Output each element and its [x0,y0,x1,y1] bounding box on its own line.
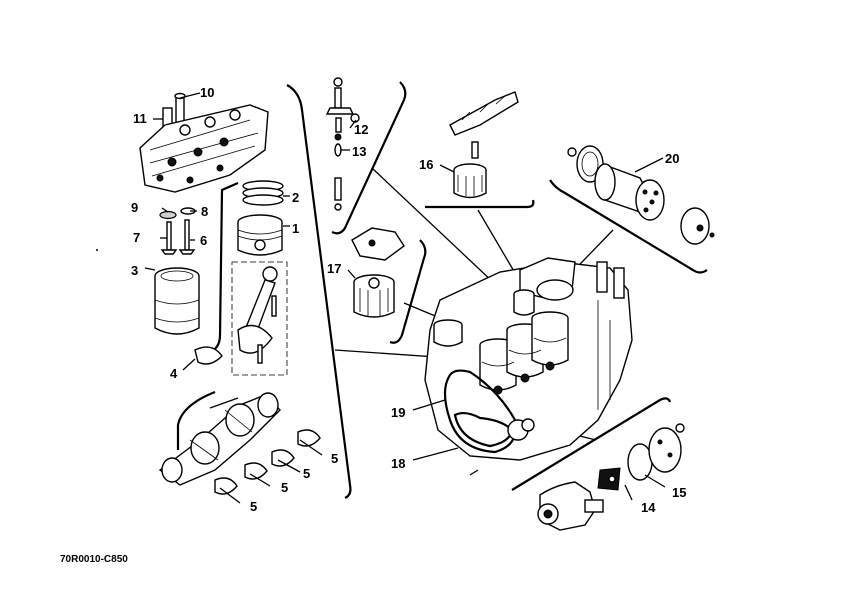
callout-20: 20 [665,151,679,166]
engine-block [424,257,633,461]
callout-16: 16 [419,157,433,172]
part-12-injector [334,87,342,109]
water-pump-cover [648,427,682,473]
fuel-filter-group [449,91,519,199]
callout-1: 1 [292,221,299,236]
group-dividers [176,81,708,500]
callout-15: 15 [672,485,686,500]
callout-19: 19 [391,405,405,420]
crankshaft-group [158,392,321,495]
callout-5-b: 5 [303,466,310,481]
callout-labels: 1 2 3 4 5 5 5 5 6 7 8 9 10 11 12 13 14 1… [131,85,686,515]
part-5-bearing-b [271,449,295,467]
callout-7: 7 [133,230,140,245]
callout-11: 11 [133,111,147,126]
callout-14: 14 [641,500,656,515]
air-filter-bracket-line [549,179,708,274]
callout-9: 9 [131,200,138,215]
piston-bracket-line [209,181,239,354]
water-pump-group [537,423,685,531]
part-7-valve [166,221,172,251]
cylinder-head-group [139,92,269,193]
part-5-bearing-a [297,429,321,447]
injector-bracket-line [331,81,407,235]
center-bracket-line [286,84,352,500]
oil-filter-group [351,227,405,318]
part-4-bearing [194,346,223,365]
water-pump-bracket-line [511,397,672,491]
part-5-bearing-c [244,462,268,480]
callout-5-d: 5 [250,499,257,514]
part-3-cylinder-liner [154,267,200,335]
callout-6: 6 [200,233,207,248]
callout-13: 13 [352,144,366,159]
callout-2: 2 [292,190,299,205]
injector-group [325,77,360,211]
filter-bracket [449,91,519,136]
callout-leaders [144,92,666,504]
connecting-rod-group [194,266,278,365]
oil-filter-head [351,227,405,261]
callout-17: 17 [327,261,341,276]
rod-dashed-box [231,261,288,376]
callout-18: 18 [391,456,405,471]
callout-8: 8 [201,204,208,219]
callout-10: 10 [200,85,214,100]
callout-5-c: 5 [281,480,288,495]
part-5-bearing-d [214,477,238,495]
air-filter-group [567,145,715,245]
callout-4: 4 [170,366,178,381]
drawing-code: 70R0010-C850 [60,554,128,565]
piston-group [237,180,284,256]
valves-group [159,207,196,255]
oil-filter-bracket-line [389,239,427,344]
part-9-valve-seal [159,210,177,220]
callout-5-a: 5 [331,451,338,466]
filter-bracket-line [425,199,535,209]
stray-dot [96,249,98,251]
callout-12: 12 [354,122,368,137]
part-6-valve [184,219,190,251]
air-filter-end-cap [680,207,710,245]
callout-3: 3 [131,263,138,278]
crank-bracket-line [176,390,216,450]
